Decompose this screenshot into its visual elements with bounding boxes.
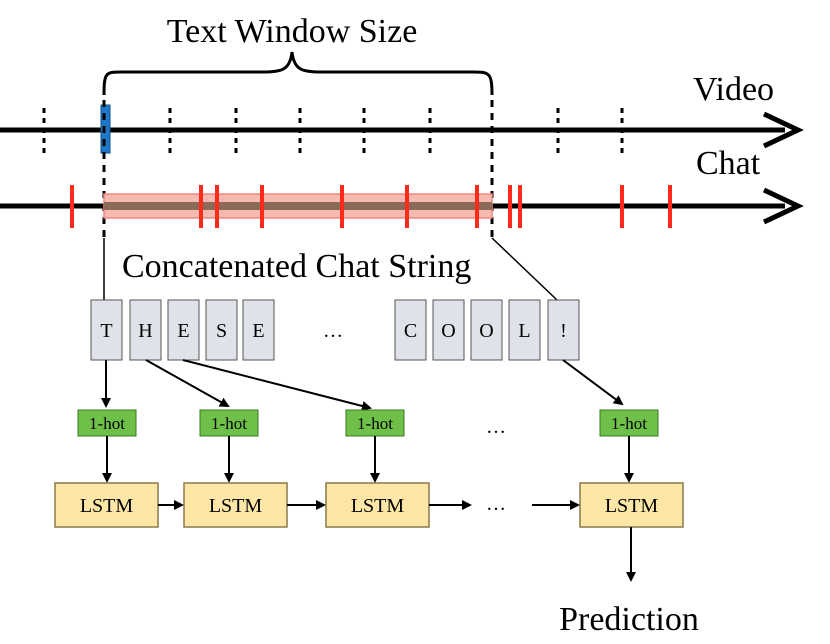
char-box: E bbox=[242, 299, 275, 361]
char-box: C bbox=[394, 299, 427, 361]
window-title: Text Window Size bbox=[167, 13, 418, 50]
chat-messages bbox=[70, 185, 672, 228]
char-text: S bbox=[216, 320, 227, 342]
char-text: L bbox=[518, 320, 530, 342]
char-sequence-end: C O O L ! bbox=[394, 299, 580, 361]
video-label: Video bbox=[693, 71, 774, 108]
onehot-label: 1-hot bbox=[357, 414, 393, 433]
onehot-box: 1-hot bbox=[599, 409, 659, 437]
onehot-label: 1-hot bbox=[89, 414, 125, 433]
lstm-cell: LSTM bbox=[325, 482, 430, 528]
arrow bbox=[562, 359, 624, 406]
lstm-label: LSTM bbox=[209, 495, 263, 517]
lstm-cell: LSTM bbox=[579, 482, 684, 528]
arrow bbox=[182, 359, 372, 411]
lstm-cell: LSTM bbox=[183, 482, 288, 528]
prediction-label: Prediction bbox=[559, 601, 699, 638]
char-box: O bbox=[470, 299, 503, 361]
chat-label: Chat bbox=[696, 145, 761, 182]
lstm-ellipsis: … bbox=[486, 493, 506, 515]
window-brace bbox=[102, 51, 494, 96]
char-sequence-start: T H E S E bbox=[90, 299, 275, 361]
onehot-label: 1-hot bbox=[611, 414, 647, 433]
char-box: T bbox=[90, 299, 123, 361]
video-ticks bbox=[42, 108, 624, 154]
char-box: S bbox=[205, 299, 238, 361]
char-text: E bbox=[252, 320, 264, 342]
char-text: T bbox=[100, 320, 112, 342]
onehot-box: 1-hot bbox=[199, 409, 259, 437]
char-text: C bbox=[404, 320, 417, 342]
char-box: E bbox=[167, 299, 200, 361]
char-to-onehot-arrows bbox=[101, 359, 624, 411]
char-box: L bbox=[508, 299, 541, 361]
lstm-label: LSTM bbox=[605, 495, 659, 517]
onehot-to-lstm-arrows bbox=[102, 436, 634, 483]
onehot-label: 1-hot bbox=[211, 414, 247, 433]
lstm-label: LSTM bbox=[80, 495, 134, 517]
char-box: O bbox=[432, 299, 465, 361]
chat-axis-arrowhead bbox=[762, 187, 804, 225]
char-text: ! bbox=[560, 320, 567, 342]
char-text: E bbox=[177, 320, 189, 342]
window-to-last-char bbox=[491, 237, 558, 301]
char-box: H bbox=[129, 299, 162, 361]
onehot-box: 1-hot bbox=[345, 409, 405, 437]
char-text: O bbox=[479, 320, 493, 342]
concat-string-label: Concatenated Chat String bbox=[122, 248, 471, 285]
char-text: O bbox=[441, 320, 455, 342]
lstm-label: LSTM bbox=[351, 495, 405, 517]
char-text: H bbox=[138, 320, 152, 342]
onehot-ellipsis: … bbox=[486, 416, 506, 438]
lstm-cell: LSTM bbox=[54, 482, 159, 528]
char-ellipsis: … bbox=[323, 320, 343, 342]
video-axis-arrowhead bbox=[762, 111, 804, 149]
char-box: ! bbox=[547, 299, 580, 361]
onehot-box: 1-hot bbox=[77, 409, 137, 437]
text-window-core bbox=[104, 202, 492, 210]
arrow bbox=[145, 359, 230, 407]
